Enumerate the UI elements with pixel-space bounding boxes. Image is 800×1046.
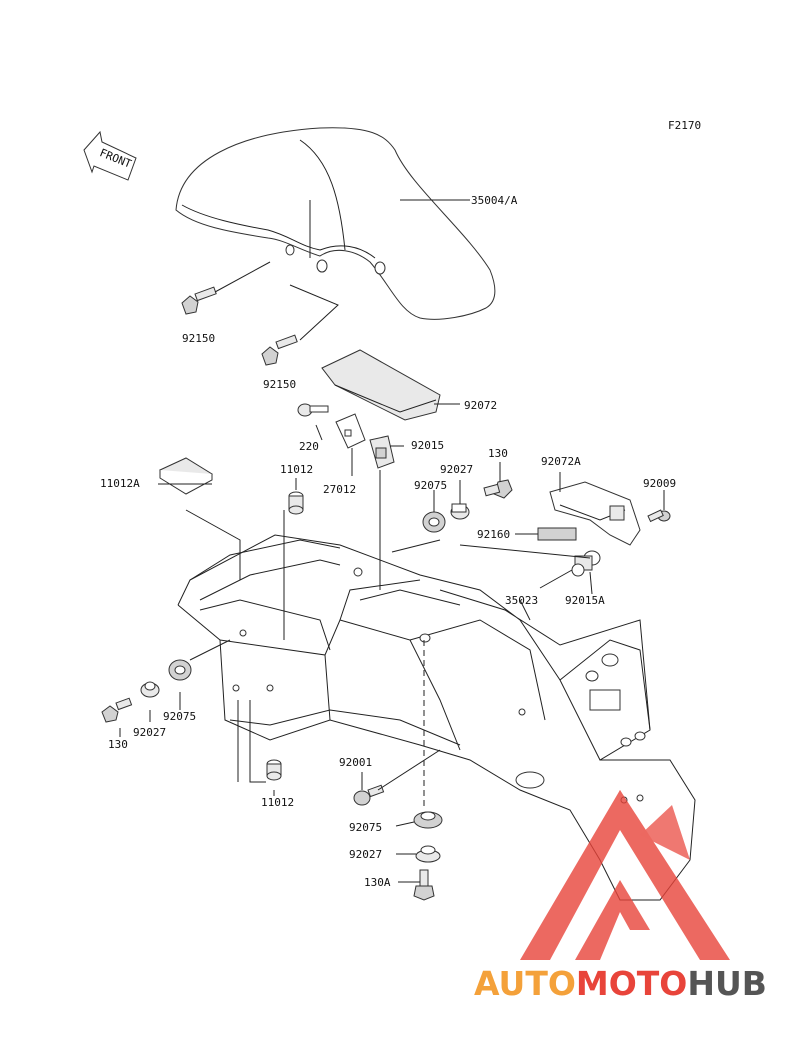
label-92015: 92015: [411, 439, 444, 452]
label-92075-left: 92075: [163, 710, 196, 723]
grommet-92075-lower-icon: [413, 811, 443, 829]
label-92072: 92072: [464, 399, 497, 412]
grommet-92075-upper-icon: [422, 511, 446, 533]
wordmark-hub: HUB: [687, 964, 767, 1003]
front-arrow-icon: FRONT: [83, 130, 137, 181]
wordmark-auto: AUTO: [474, 964, 576, 1003]
label-130-upper: 130: [488, 447, 508, 460]
label-220: 220: [299, 440, 319, 453]
label-92027-left: 92027: [133, 726, 166, 739]
label-35023: 35023: [505, 594, 538, 607]
label-92027-lower: 92027: [349, 848, 382, 861]
cap-11012-lower-icon: [266, 759, 282, 781]
diagram-code: F2170: [668, 119, 701, 132]
clip-92015-shape: [369, 435, 395, 469]
wordmark-moto: MOTO: [576, 964, 687, 1003]
collar-92015A-icon: [571, 550, 601, 577]
label-92072A: 92072A: [541, 455, 581, 468]
cover-11012A-shape: [159, 457, 213, 495]
label-27012: 27012: [323, 483, 356, 496]
screw-220-icon: [297, 403, 329, 417]
bolt-92001-icon: [353, 784, 385, 806]
mudguard-strip-92072-shape: [321, 349, 441, 421]
label-92027-upper: 92027: [440, 463, 473, 476]
automotohub-wordmark: AUTOMOTOHUB: [474, 964, 767, 1003]
automotohub-logo: [520, 790, 730, 960]
bolt-130A-icon: [413, 869, 435, 901]
label-92075-lower: 92075: [349, 821, 382, 834]
washer-92027-upper-icon: [450, 503, 470, 520]
grommet-92075-left-icon: [168, 659, 192, 681]
bolt-130-left-icon: [101, 697, 133, 723]
leader-lines: [119, 199, 665, 883]
pad-92160-shape: [537, 527, 577, 541]
svg-text:AUTOMOTOHUB: AUTOMOTOHUB: [474, 964, 767, 1003]
label-130-left: 130: [108, 738, 128, 751]
label-92015A: 92015A: [565, 594, 605, 607]
washer-92027-lower-icon: [415, 845, 441, 863]
label-11012-lower: 11012: [261, 796, 294, 809]
front-fender-shape: [175, 127, 496, 320]
bolt-130-upper-icon: [483, 479, 513, 499]
label-92150-upper: 92150: [182, 332, 215, 345]
screw-92009-icon: [647, 509, 671, 523]
bolt-92150-lower-icon: [261, 334, 298, 366]
cap-11012-upper-icon: [288, 491, 304, 515]
label-92160: 92160: [477, 528, 510, 541]
label-11012-upper: 11012: [280, 463, 313, 476]
clip-27012-shape: [335, 413, 366, 449]
bolt-92150-upper-icon: [181, 286, 217, 315]
label-92009: 92009: [643, 477, 676, 490]
label-92001: 92001: [339, 756, 372, 769]
bracket-92072A-shape: [549, 481, 641, 546]
washer-92027-left-icon: [140, 681, 160, 698]
label-11012A: 11012A: [100, 477, 140, 490]
label-92150-lower: 92150: [263, 378, 296, 391]
rear-fender-35023-shape: [177, 534, 696, 901]
label-35004: 35004/A: [471, 194, 518, 207]
label-92075-upper: 92075: [414, 479, 447, 492]
label-130A: 130A: [364, 876, 391, 889]
